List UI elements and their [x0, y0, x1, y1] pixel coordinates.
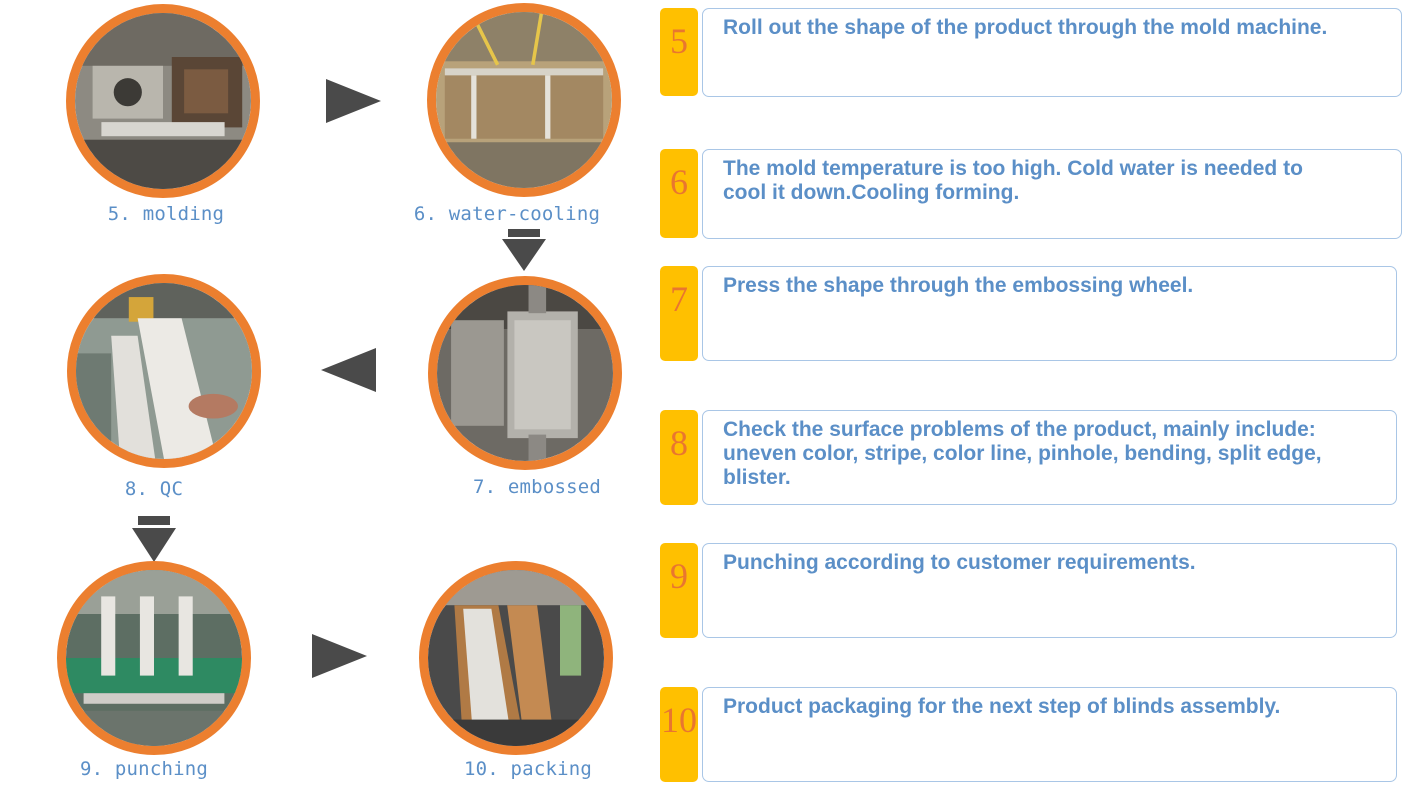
punching-caption: 9. punching [34, 758, 254, 780]
step-description: Press the shape through the embossing wh… [723, 274, 1376, 298]
qc-photo [67, 274, 261, 468]
water-cooling-caption: 6. water-cooling [397, 203, 617, 225]
molding-caption: 5. molding [56, 203, 276, 225]
step-description: Product packaging for the next step of b… [723, 695, 1376, 719]
step-number-badge: 8 [660, 410, 698, 505]
step-number-badge: 10 [660, 687, 698, 782]
step-description: Roll out the shape of the product throug… [723, 16, 1381, 40]
embossed-caption: 7. embossed [427, 476, 647, 498]
step-description: Punching according to customer requireme… [723, 551, 1376, 575]
step-number-badge: 5 [660, 8, 698, 96]
arrow-right-icon [326, 79, 381, 123]
step-description-box: Roll out the shape of the product throug… [702, 8, 1402, 97]
step-description-box: Punching according to customer requireme… [702, 543, 1397, 638]
step-description-box: Product packaging for the next step of b… [702, 687, 1397, 782]
embossed-photo [428, 276, 622, 470]
arrow-down-icon [132, 516, 176, 562]
step-number-badge: 9 [660, 543, 698, 638]
step-description-box: The mold temperature is too high. Cold w… [702, 149, 1402, 239]
qc-caption: 8. QC [44, 478, 264, 500]
step-description: The mold temperature is too high. Cold w… [723, 157, 1343, 205]
step-description-box: Press the shape through the embossing wh… [702, 266, 1397, 361]
molding-photo [66, 4, 260, 198]
punching-photo [57, 561, 251, 755]
packing-photo [419, 561, 613, 755]
arrow-down-icon [502, 229, 546, 271]
arrow-left-icon [321, 348, 376, 392]
step-description: Check the surface problems of the produc… [723, 418, 1353, 490]
arrow-right-icon [312, 634, 367, 678]
step-description-box: Check the surface problems of the produc… [702, 410, 1397, 505]
packing-caption: 10. packing [418, 758, 638, 780]
step-number-badge: 6 [660, 149, 698, 238]
water-cooling-photo [427, 3, 621, 197]
step-number-badge: 7 [660, 266, 698, 361]
